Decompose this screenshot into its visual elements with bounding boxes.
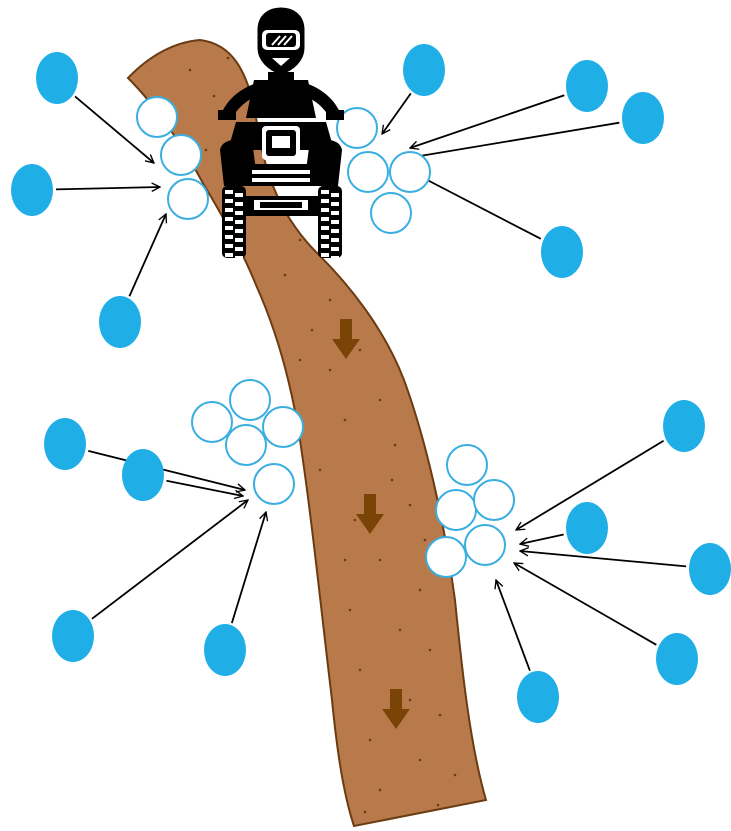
trail-dot — [329, 299, 332, 302]
attraction-arrow — [520, 535, 564, 544]
free-particle — [541, 226, 583, 278]
trail-dot — [409, 699, 412, 702]
free-particle — [656, 633, 698, 685]
trail-dot — [213, 95, 216, 98]
trail-dot — [359, 349, 362, 352]
free-particle — [517, 671, 559, 723]
aggregate-particle — [371, 193, 411, 233]
attraction-arrow — [410, 95, 564, 148]
aggregate-particle — [465, 525, 505, 565]
trail-dot — [379, 789, 382, 792]
attraction-arrow — [232, 512, 266, 623]
aggregate-particle — [226, 425, 266, 465]
aggregate-particle — [192, 402, 232, 442]
trail-dot — [394, 444, 397, 447]
free-particle — [36, 52, 78, 104]
free-particle — [99, 296, 141, 348]
trail-dot — [369, 739, 372, 742]
attraction-arrow — [382, 93, 411, 134]
attraction-arrow — [129, 214, 166, 296]
aggregate-particle — [426, 537, 466, 577]
trail-dot — [311, 329, 314, 332]
trail-dot — [424, 539, 427, 542]
trail-dot — [299, 359, 302, 362]
trail-dot — [205, 149, 208, 152]
trail-dot — [354, 519, 357, 522]
free-particle — [566, 60, 608, 112]
trail-dot — [454, 774, 457, 777]
free-particle — [44, 418, 86, 470]
aggregate-particle — [447, 445, 487, 485]
attraction-arrow — [496, 580, 530, 671]
free-particle — [11, 164, 53, 216]
attraction-arrow — [88, 451, 245, 490]
aggregate-particle — [263, 407, 303, 447]
trail-dot — [419, 759, 422, 762]
trail-dot — [329, 369, 332, 372]
trail-dot — [227, 57, 230, 60]
attraction-arrow — [92, 500, 248, 619]
trail-dot — [349, 609, 352, 612]
aggregate-middle-left — [192, 380, 303, 504]
trail-dot — [409, 504, 412, 507]
aggregate-particle — [474, 480, 514, 520]
aggregate-particle — [390, 152, 430, 192]
free-particle — [663, 400, 705, 452]
trail-dot — [399, 629, 402, 632]
aggregate-top-right — [337, 108, 430, 233]
free-particle — [52, 610, 94, 662]
attraction-arrow — [408, 123, 619, 158]
attraction-arrow — [166, 481, 243, 496]
attraction-arrow — [514, 563, 656, 645]
attraction-arrow — [520, 551, 686, 566]
trail-dot — [299, 239, 302, 242]
free-particle — [689, 543, 731, 595]
aggregate-particle — [230, 380, 270, 420]
free-particle — [566, 502, 608, 554]
trail-dot — [379, 559, 382, 562]
trail-dot — [439, 714, 442, 717]
atv-tire — [222, 186, 246, 260]
attraction-arrow — [56, 187, 160, 189]
free-particle — [204, 624, 246, 676]
trail-dot — [189, 69, 192, 72]
trail-dot — [364, 811, 367, 814]
trail-dot — [319, 469, 322, 472]
trail-dot — [344, 419, 347, 422]
aggregate-particle — [161, 135, 201, 175]
trail-dot — [379, 399, 382, 402]
free-particle — [122, 449, 164, 501]
trail-dot — [359, 669, 362, 672]
free-particle — [403, 44, 445, 96]
aggregate-particle — [254, 464, 294, 504]
aggregate-particle — [137, 97, 177, 137]
aggregate-middle-right — [426, 445, 514, 577]
atv-tire — [318, 186, 342, 260]
trail-dot — [429, 649, 432, 652]
aggregate-particle — [436, 490, 476, 530]
aggregate-particle — [168, 179, 208, 219]
free-particle — [622, 92, 664, 144]
trail-dot — [344, 559, 347, 562]
trail-dot — [391, 479, 394, 482]
aggregate-particle — [348, 152, 388, 192]
trail-dot — [437, 804, 440, 807]
trail-dot — [419, 589, 422, 592]
trail-dot — [284, 274, 287, 277]
